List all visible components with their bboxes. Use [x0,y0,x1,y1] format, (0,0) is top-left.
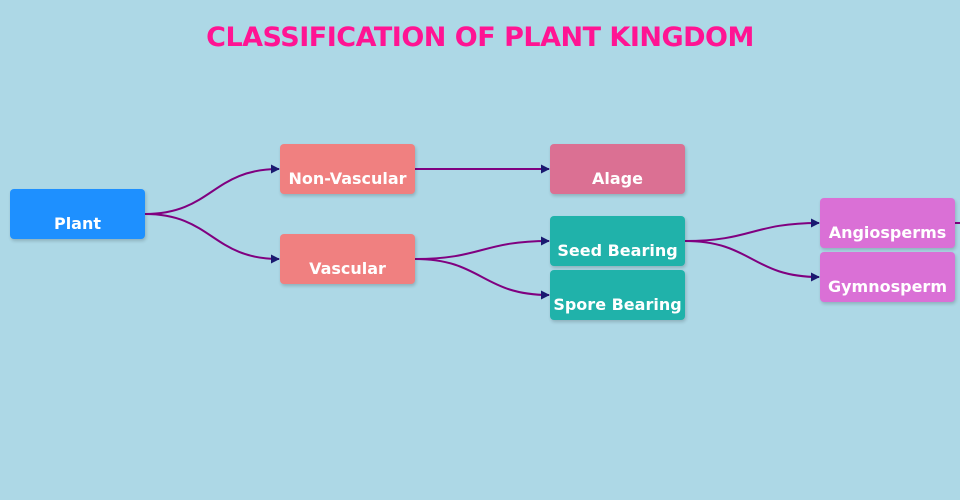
node-alage[interactable]: Alage [550,144,685,194]
edge-vascular-to-seed-bearing [414,236,550,260]
node-angiosperms[interactable]: Angiosperms [820,198,955,248]
edge-seed-bearing-to-angiosperms [684,218,820,242]
node-label: Gymnosperm [827,277,947,296]
edge-seed-bearing-to-gymnosperm [684,240,820,282]
node-plant[interactable]: Plant [10,189,145,239]
node-non-vascular[interactable]: Non-Vascular [280,144,415,194]
node-vascular[interactable]: Vascular [280,234,415,284]
edge-vascular-to-spore-bearing [414,258,550,300]
node-spore-bearing[interactable]: Spore Bearing [550,270,685,320]
node-label: Spore Bearing [553,295,682,314]
node-label: Vascular [309,259,386,278]
edge-plant-to-vascular [144,213,280,264]
edge-plant-to-non-vascular [144,164,280,215]
node-gymnosperm[interactable]: Gymnosperm [820,252,955,302]
node-label: Angiosperms [828,223,947,242]
node-label: Plant [53,214,102,233]
diagram-title: CLASSIFICATION OF PLANT KINGDOM [206,22,754,53]
node-label: Alage [592,169,643,188]
node-seed-bearing[interactable]: Seed Bearing [550,216,685,266]
node-label: Seed Bearing [557,241,678,260]
node-label: Non-Vascular [288,169,407,188]
